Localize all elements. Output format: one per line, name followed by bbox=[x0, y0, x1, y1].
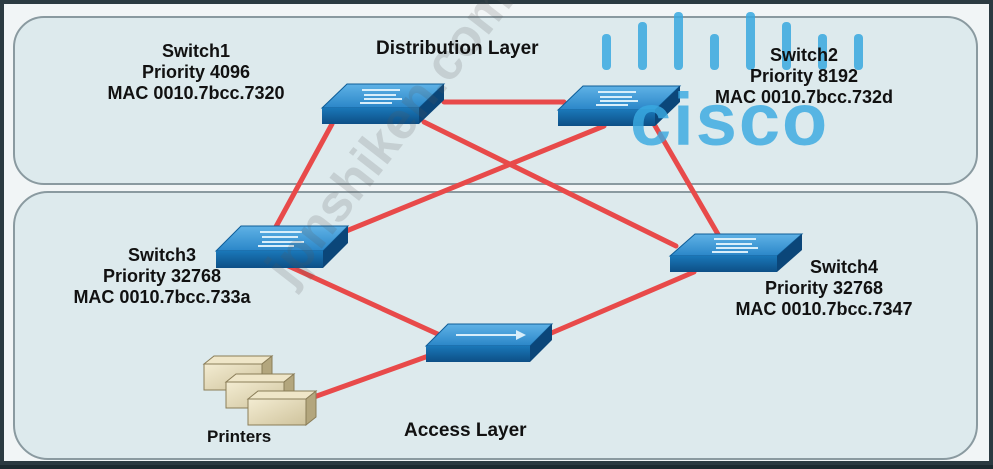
access-layer-title: Access Layer bbox=[404, 420, 527, 441]
link-switch3-access bbox=[281, 261, 445, 339]
access-switch-icon bbox=[424, 323, 554, 362]
switch1-icon bbox=[320, 83, 446, 124]
switch4-mac: MAC 0010.7bcc.7347 bbox=[735, 299, 913, 319]
cisco-logo-text: CISCO bbox=[630, 78, 830, 161]
switch1-label: Switch1 Priority 4096 MAC 0010.7bcc.7320 bbox=[76, 41, 316, 104]
link-switch2-switch4 bbox=[651, 121, 722, 239]
switch3-name: Switch3 bbox=[127, 245, 197, 265]
switch2-icon bbox=[556, 85, 682, 126]
switch3-label: Switch3 Priority 32768 MAC 0010.7bcc.733… bbox=[42, 245, 282, 308]
switch2-priority: Priority 8192 bbox=[749, 66, 859, 86]
network-diagram bbox=[13, 12, 978, 460]
link-switch2-switch3 bbox=[331, 123, 607, 239]
distribution-layer-title: Distribution Layer bbox=[376, 38, 539, 59]
switch2-name: Switch2 bbox=[769, 45, 839, 65]
switch1-mac: MAC 0010.7bcc.7320 bbox=[107, 83, 285, 103]
switch4-priority: Priority 32768 bbox=[764, 278, 884, 298]
switch3-priority: Priority 32768 bbox=[102, 266, 222, 286]
switch4-label: Switch4 Priority 32768 MAC 0010.7bcc.734… bbox=[704, 257, 944, 320]
link-switch1-switch4 bbox=[421, 119, 679, 249]
switch4-icon bbox=[668, 233, 804, 272]
links bbox=[269, 99, 722, 400]
switch1-priority: Priority 4096 bbox=[141, 62, 251, 82]
switch2-label: Switch2 Priority 8192 MAC 0010.7bcc.732d bbox=[684, 45, 924, 108]
link-switch4-access bbox=[546, 269, 697, 337]
switch2-mac: MAC 0010.7bcc.732d bbox=[714, 87, 894, 107]
cisco-logo bbox=[602, 12, 863, 70]
switch3-icon bbox=[214, 225, 350, 268]
switch1-name: Switch1 bbox=[161, 41, 231, 61]
link-switch1-switch3 bbox=[269, 121, 335, 237]
link-printers-access bbox=[311, 351, 437, 400]
printer-icon bbox=[202, 354, 318, 427]
switch4-name: Switch4 bbox=[809, 257, 879, 277]
switch3-mac: MAC 0010.7bcc.733a bbox=[73, 287, 251, 307]
printers-label: Printers bbox=[207, 427, 272, 446]
